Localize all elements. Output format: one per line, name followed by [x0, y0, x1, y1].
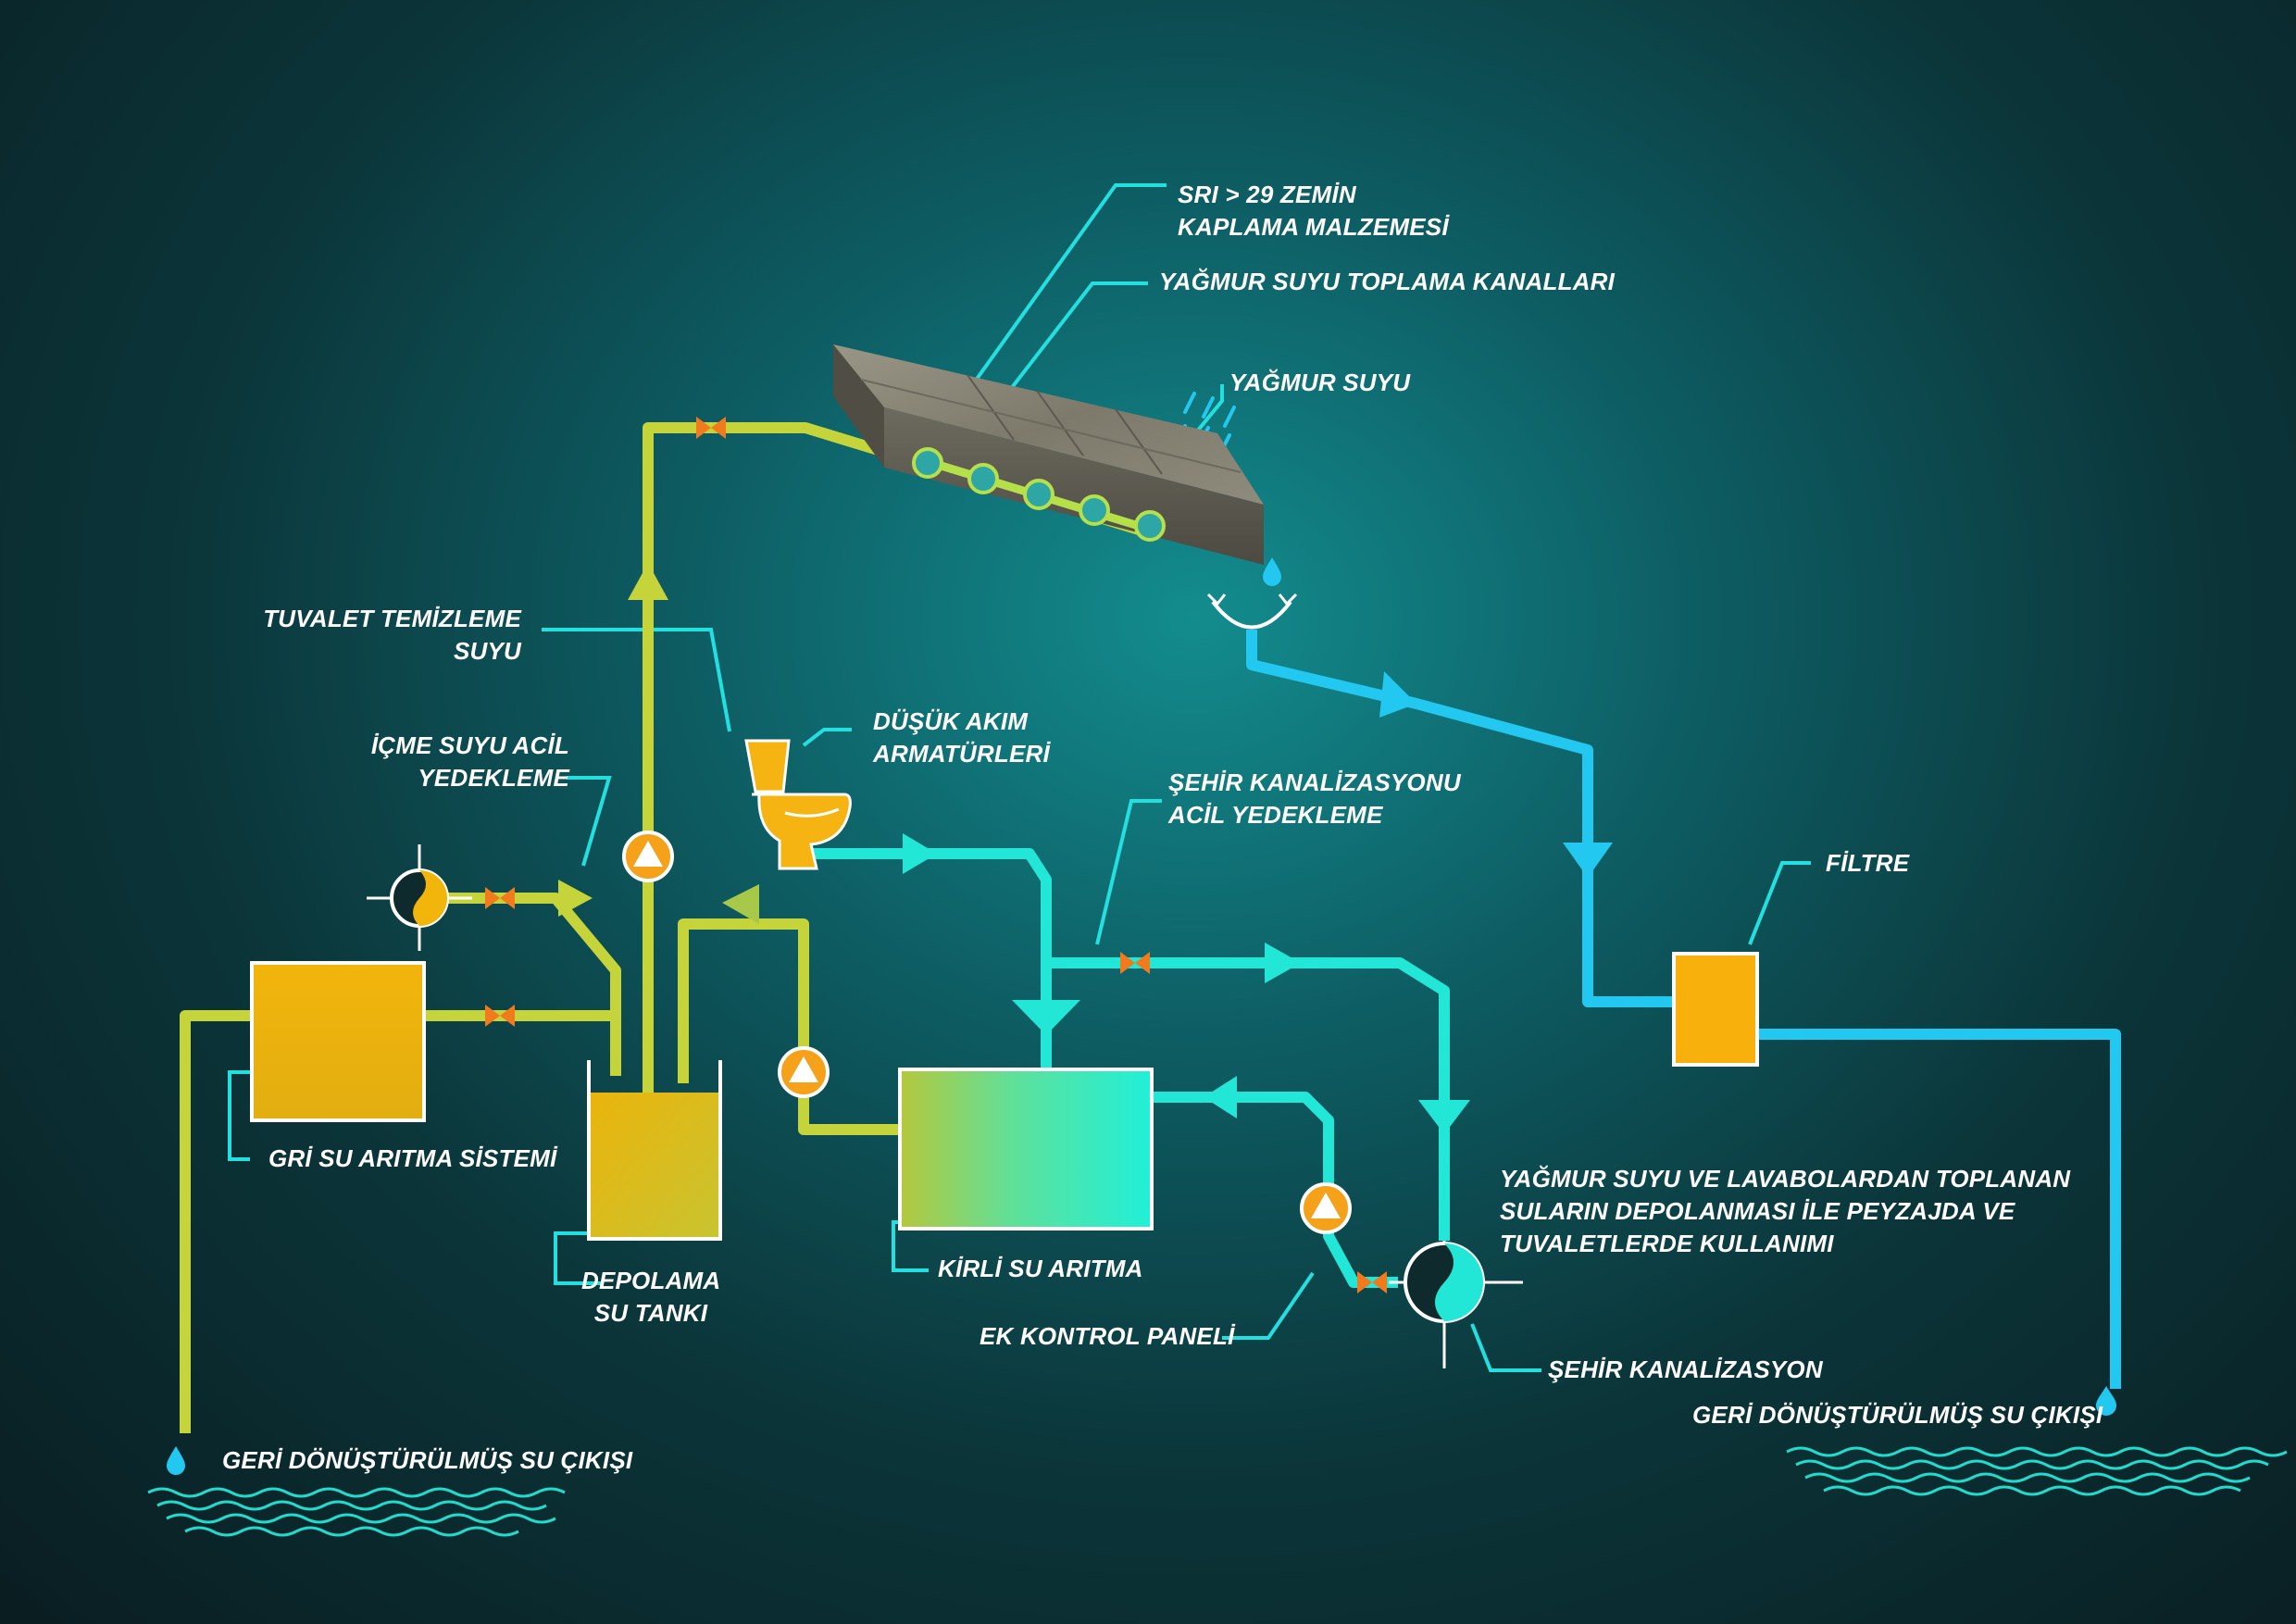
paving-slab-icon — [833, 344, 1264, 565]
storage-tank — [587, 1060, 722, 1241]
pumps — [622, 831, 1352, 1234]
label-low-flow-line1: DÜŞÜK AKIM — [873, 707, 1029, 735]
valve-icon — [1120, 952, 1150, 974]
sewer-icon — [1389, 1241, 1523, 1368]
flow-arrow-icon — [1012, 1000, 1080, 1035]
valve-icon — [696, 417, 726, 439]
label-sewer-backup: ŞEHİR KANALİZASYONU ACİL YEDEKLEME — [1168, 767, 1461, 831]
label-channels: YAĞMUR SUYU TOPLAMA KANALLARI — [1159, 268, 1616, 295]
label-storage-tank: DEPOLAMA SU TANKI — [581, 1265, 720, 1330]
flow-arrow-icon — [558, 880, 593, 917]
label-storage-tank-line2: SU TANKI — [593, 1299, 708, 1327]
filter-box — [1672, 952, 1759, 1067]
leader-sewer-backup — [1095, 799, 1162, 945]
dirty-water-treatment-box — [898, 1068, 1154, 1230]
label-description: YAĞMUR SUYU VE LAVABOLARDAN TOPLANAN SUL… — [1500, 1163, 2070, 1260]
flow-arrow-icon — [1563, 843, 1613, 878]
valve-icon-group — [485, 417, 1387, 1293]
flow-arrow-icon — [1418, 1100, 1470, 1134]
leader-tank — [554, 1231, 602, 1285]
leader-filter — [1748, 861, 1811, 945]
valve-icon — [485, 887, 515, 909]
label-filter: FİLTRE — [1826, 849, 1910, 877]
label-dirty-treatment: KİRLİ SU ARITMA — [938, 1255, 1143, 1282]
label-low-flow-line2: ARMATÜRLERİ — [873, 740, 1050, 768]
label-emergency-drink: İÇME SUYU ACİL YEDEKLEME — [306, 730, 569, 794]
flow-arrow-icon — [1379, 671, 1416, 718]
label-description-line2: SULARIN DEPOLANMASI İLE PEYZAJDA VE — [1500, 1197, 2015, 1225]
flow-arrow-icon — [903, 833, 937, 874]
label-toilet-water-line1: TUVALET TEMİZLEME — [263, 605, 521, 632]
leader-grey — [228, 1070, 254, 1161]
label-city-sewer: ŞEHİR KANALİZASYON — [1548, 1355, 1823, 1383]
label-storage-tank-line1: DEPOLAMA — [581, 1267, 721, 1294]
pump-icon — [778, 1046, 830, 1098]
flow-arrows — [558, 563, 1613, 1134]
leader-low-flow — [802, 728, 852, 747]
label-rain: YAĞMUR SUYU — [1229, 369, 1411, 396]
label-sri: SRI > 29 ZEMİN KAPLAMA MALZEMESİ — [1178, 179, 1449, 244]
label-description-line3: TUVALETLERDE KULLANIMI — [1500, 1230, 1834, 1257]
leader-city-sewer — [1470, 1323, 1541, 1372]
leader-emergency-drink — [567, 776, 612, 867]
label-grey-treatment: GRİ SU ARITMA SİSTEMİ — [268, 1144, 557, 1172]
leader-sri — [915, 183, 1167, 465]
valve-icon — [1357, 1271, 1387, 1293]
water-drop-icon — [2096, 1386, 2116, 1416]
label-emergency-drink-line2: YEDEKLEME — [418, 764, 569, 792]
label-low-flow: DÜŞÜK AKIM ARMATÜRLERİ — [873, 706, 1050, 770]
label-toilet-water: TUVALET TEMİZLEME SUYU — [231, 603, 521, 668]
rain-pipe — [1246, 630, 2121, 1389]
label-description-line1: YAĞMUR SUYU VE LAVABOLARDAN TOPLANAN — [1500, 1165, 2071, 1193]
label-control-panel: EK KONTROL PANELİ — [980, 1322, 1235, 1350]
gutter-icon — [1211, 600, 1292, 630]
flow-arrow-icon — [722, 884, 759, 924]
city-water-supply-icon — [367, 844, 472, 951]
pump-icon — [622, 831, 674, 882]
leader-toilet-water — [542, 628, 731, 732]
label-sri-line2: KAPLAMA MALZEMESİ — [1178, 213, 1449, 241]
wave-icon — [1786, 1446, 2288, 1496]
toilet-icon — [744, 739, 852, 870]
label-sri-line1: SRI > 29 ZEMİN — [1178, 181, 1356, 208]
leader-control — [1222, 1271, 1315, 1340]
wave-icon — [147, 1487, 566, 1537]
grey-water-treatment-box — [250, 961, 426, 1122]
valve-icon — [485, 1005, 515, 1027]
label-outlet-right: GERİ DÖNÜŞTÜRÜLMÜŞ SU ÇIKIŞI — [1692, 1401, 2103, 1429]
flow-arrow-icon — [1204, 1076, 1237, 1118]
water-drop-icon — [167, 1446, 185, 1475]
flow-arrow-icon — [628, 563, 668, 600]
label-emergency-drink-line1: İÇME SUYU ACİL — [370, 731, 569, 759]
label-outlet-left: GERİ DÖNÜŞTÜRÜLMÜŞ SU ÇIKIŞI — [222, 1446, 633, 1474]
pump-icon — [1300, 1182, 1352, 1234]
flow-arrow-icon — [1265, 943, 1301, 983]
water-drop-icon — [1263, 557, 1281, 586]
label-sewer-backup-line1: ŞEHİR KANALİZASYONU — [1168, 768, 1461, 796]
channel-openings — [912, 447, 1166, 542]
label-sewer-backup-line2: ACİL YEDEKLEME — [1168, 801, 1383, 829]
label-toilet-water-line2: SUYU — [453, 637, 521, 665]
